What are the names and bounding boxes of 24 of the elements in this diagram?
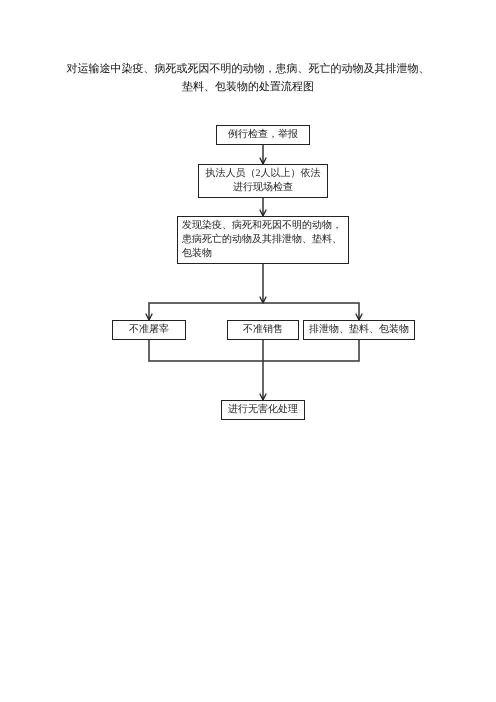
connector-line [148, 340, 263, 362]
arrow [259, 145, 267, 165]
connector-line [263, 340, 360, 362]
step-text: 排泄物、垫料、包装物 [308, 323, 410, 337]
step-text: 不准屠宰 [128, 323, 170, 337]
step-text: 例行检查，举报 [227, 128, 299, 142]
arrow [259, 198, 267, 217]
arrow [259, 361, 267, 401]
process-box [177, 216, 349, 264]
step-text: 不准销售 [242, 323, 284, 337]
process-box [227, 320, 299, 340]
process-box [198, 164, 328, 198]
step-text: 进行无害化处理 [227, 403, 299, 417]
process-box [216, 125, 310, 145]
arrow [263, 302, 363, 321]
connector-line [262, 340, 264, 362]
process-box [303, 320, 415, 340]
process-box [221, 400, 305, 420]
arrow [145, 302, 263, 321]
step-text: 发现染疫、病死和死因不明的动物，患病死亡的动物及其排泄物、垫料、包装物 [182, 219, 343, 261]
step-text: 执法人员（2人以上）依法进行现场检查 [204, 167, 322, 195]
process-box [112, 320, 186, 340]
arrow [259, 264, 267, 304]
title: 对运输途中染疫、病死或死因不明的动物，患病、死亡的动物及其排泄物、垫料、包装物的处置流程图 [66, 61, 430, 95]
